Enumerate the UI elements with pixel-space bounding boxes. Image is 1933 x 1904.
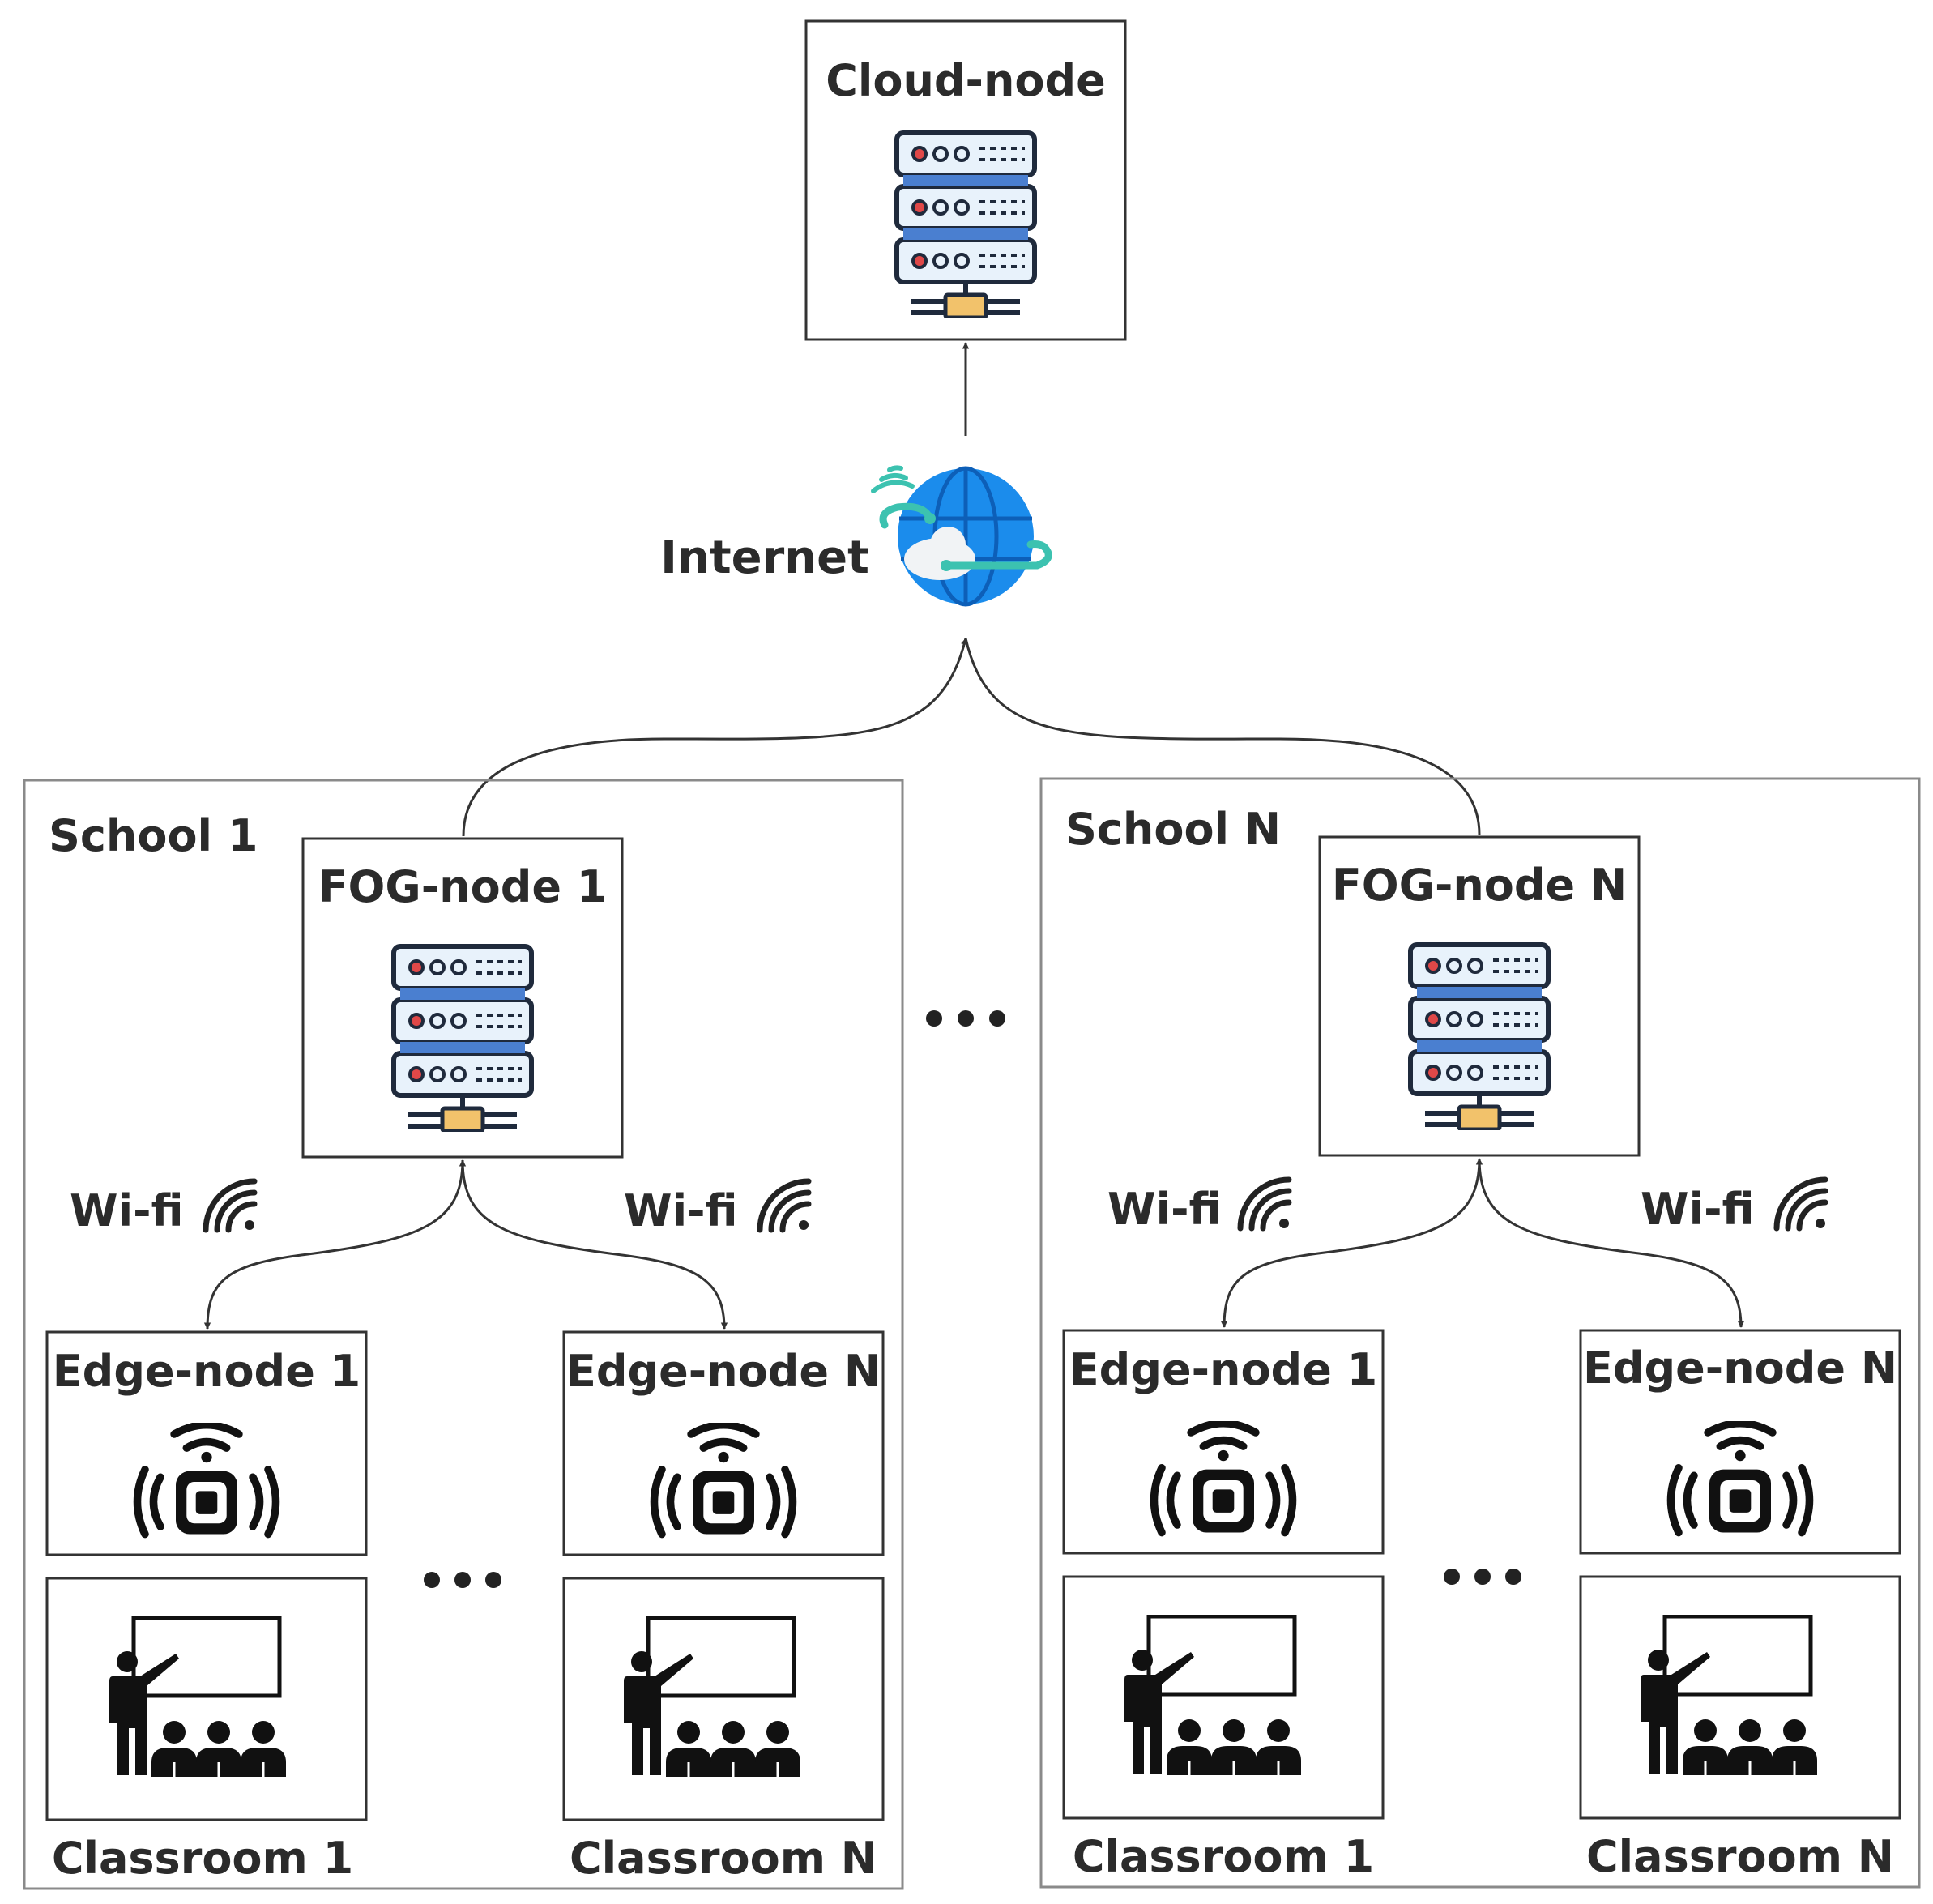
globe-icon xyxy=(871,465,1052,607)
wifi-icon xyxy=(760,1181,809,1230)
school-box xyxy=(1039,777,1921,1889)
edge-node-label: Edge-node N xyxy=(1583,1343,1897,1394)
classroom-box xyxy=(1579,1575,1901,1820)
cloud-node: Cloud-node xyxy=(804,19,1127,341)
fog-to-edge-left-link xyxy=(1220,1158,1483,1328)
cloud-node-label: Cloud-node xyxy=(826,55,1106,106)
fog-node-label: FOG-node N xyxy=(1332,860,1627,911)
edge-node-label: Edge-node N xyxy=(566,1346,881,1397)
fog-to-edge-right-link xyxy=(461,1159,728,1330)
edge-node-label: Edge-node 1 xyxy=(1069,1344,1377,1395)
internet: Internet xyxy=(660,465,1052,607)
school-label: School N xyxy=(1065,804,1281,855)
classroom-label: Classroom 1 xyxy=(1073,1831,1374,1882)
wifi-label: Wi-fi xyxy=(1641,1184,1755,1235)
school-n: School N FOG-node N Wi-fi Wi-fi Edge-nod… xyxy=(1039,777,1921,1889)
wifi-label: Wi-fi xyxy=(624,1185,738,1236)
edge-node-label: Edge-node 1 xyxy=(53,1346,361,1397)
fog-node-label: FOG-node 1 xyxy=(318,861,608,912)
more-schools-ellipsis xyxy=(926,1010,1005,1027)
internet-label: Internet xyxy=(660,531,869,584)
wifi-icon xyxy=(1777,1180,1825,1228)
school-1: School 1 FOG-node 1 Wi-fi Wi-fi Edge-nod… xyxy=(23,779,904,1890)
classroom-box xyxy=(45,1577,368,1821)
wifi-icon xyxy=(1240,1180,1289,1228)
wifi-label: Wi-fi xyxy=(1107,1184,1222,1235)
fogN-to-internet-link xyxy=(964,638,1481,835)
more-edges-ellipsis xyxy=(424,1572,501,1588)
classroom-box xyxy=(1062,1575,1385,1820)
fog-to-edge-right-link xyxy=(1478,1158,1745,1328)
wifi-icon xyxy=(206,1181,254,1230)
classroom-label: Classroom N xyxy=(570,1833,877,1884)
fog1-to-internet-link xyxy=(462,638,968,837)
classroom-label: Classroom N xyxy=(1586,1831,1894,1882)
fog-to-edge-left-link xyxy=(203,1159,467,1330)
school-box xyxy=(23,779,904,1890)
wifi-label: Wi-fi xyxy=(70,1185,184,1236)
classroom-label: Classroom 1 xyxy=(52,1833,353,1884)
school-label: School 1 xyxy=(49,810,258,861)
classroom-box xyxy=(562,1577,885,1821)
more-edges-ellipsis xyxy=(1444,1569,1521,1585)
